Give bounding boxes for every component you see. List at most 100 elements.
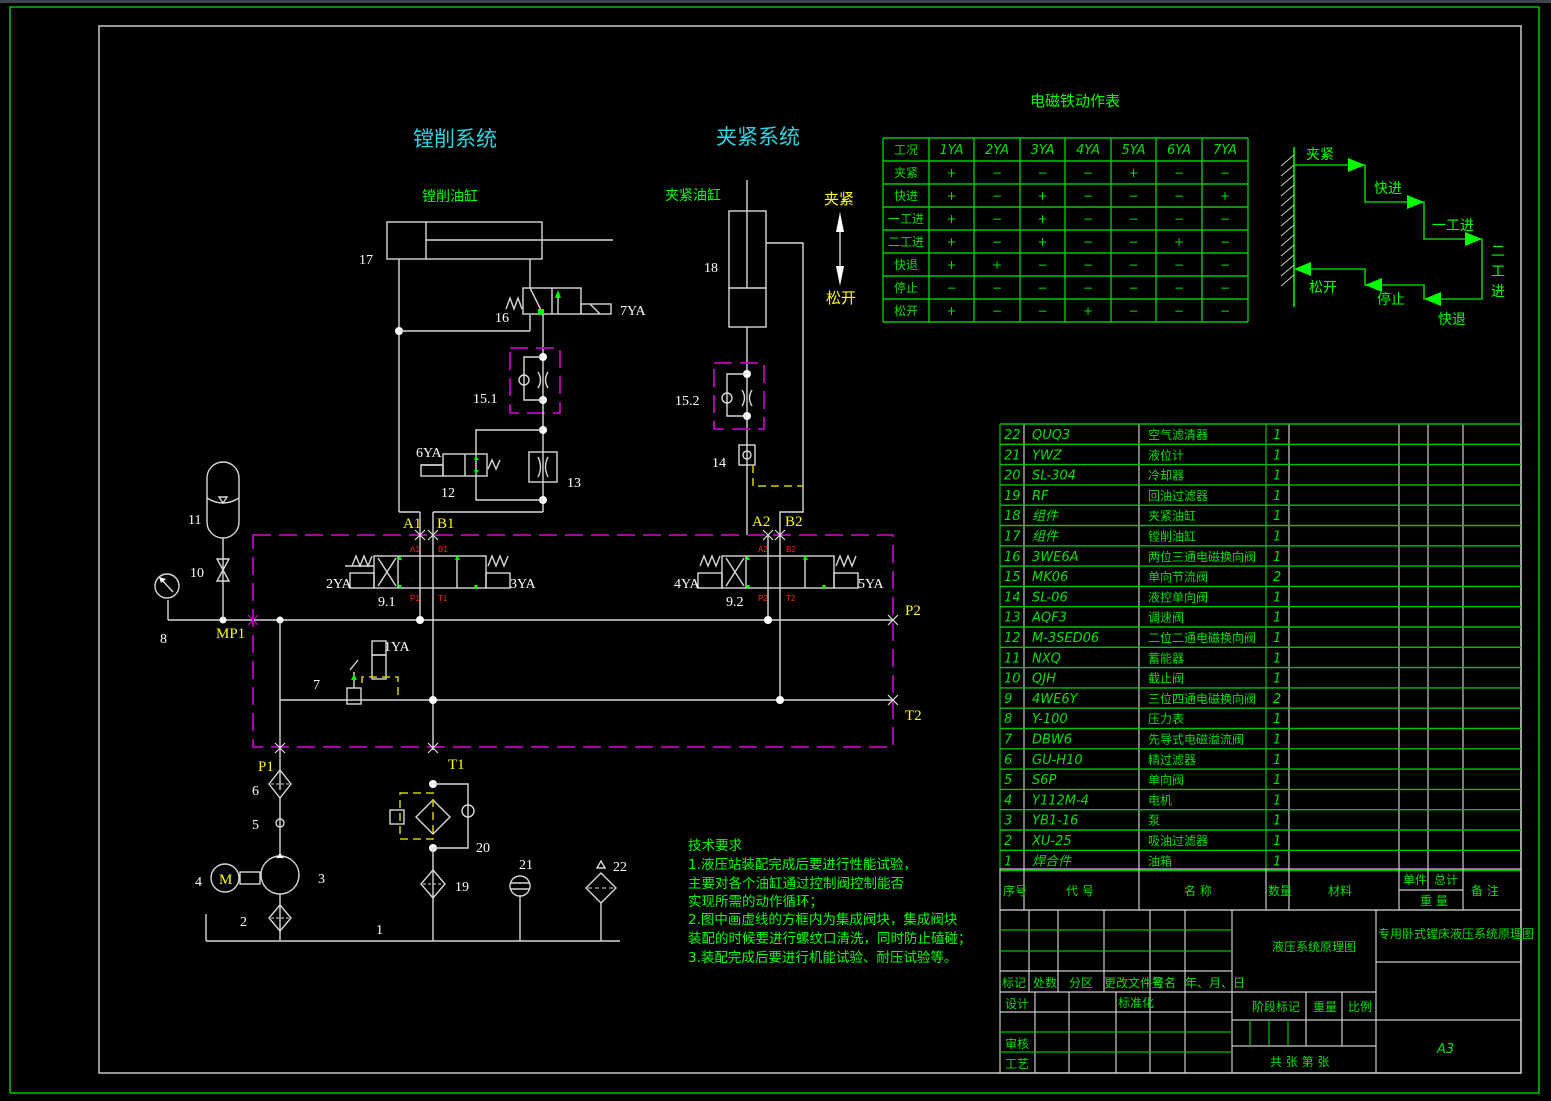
part-qty: 1 bbox=[1273, 712, 1281, 727]
table-cell: − bbox=[1174, 189, 1184, 203]
cycle-step: 快退 bbox=[1438, 312, 1466, 328]
label-11: 11 bbox=[188, 513, 201, 528]
table-header: 5YA bbox=[1121, 143, 1145, 158]
part-code: AQF3 bbox=[1031, 611, 1067, 626]
clamp-direction-down: 松开 bbox=[826, 289, 856, 307]
part-code: Y-100 bbox=[1032, 712, 1068, 727]
port-t2: T2 bbox=[905, 708, 922, 724]
label-17: 17 bbox=[359, 253, 373, 268]
part-qty: 1 bbox=[1273, 469, 1281, 484]
directional-valve-9-2 bbox=[697, 535, 859, 700]
part-name: 单向阀 bbox=[1148, 772, 1184, 787]
part-qty: 1 bbox=[1273, 611, 1281, 626]
part-qty: 1 bbox=[1273, 651, 1281, 666]
part-code: MK06 bbox=[1032, 570, 1068, 585]
hdr-code: 代 号 bbox=[1066, 884, 1094, 898]
part-qty: 1 bbox=[1273, 489, 1281, 504]
table-cell: − bbox=[1174, 281, 1184, 295]
cycle-diagram: 夹紧 快进 一工进 二 工 进 快退 停止 松开 bbox=[1280, 147, 1505, 328]
pressure-gauge-8-icon bbox=[154, 573, 180, 599]
cycle-step: 松开 bbox=[1309, 280, 1337, 296]
tech-line: 2.图中画虚线的方框内为集成阀块，集成阀块 bbox=[688, 912, 958, 928]
part-no: 17 bbox=[1004, 530, 1021, 545]
tech-line: 装配的时候要进行螺纹口清洗，同时防止磕碰； bbox=[688, 931, 972, 947]
table-cell: − bbox=[992, 304, 1002, 318]
part-name: 镗削油缸 bbox=[1148, 529, 1196, 544]
table-row-label: 快进 bbox=[894, 189, 918, 203]
label-2: 2 bbox=[240, 915, 247, 930]
label-22: 22 bbox=[613, 860, 627, 875]
accumulator-11 bbox=[206, 461, 240, 620]
part-no: 5 bbox=[1004, 773, 1012, 788]
cycle-step-vertical: 工 bbox=[1491, 264, 1505, 280]
table-header: 6YA bbox=[1167, 143, 1191, 158]
table-cell: + bbox=[946, 189, 956, 203]
part-name: 二位二通电磁换向阀 bbox=[1148, 630, 1256, 645]
part-no: 13 bbox=[1004, 611, 1021, 626]
part-code: Y112M-4 bbox=[1032, 793, 1089, 808]
part-no: 9 bbox=[1004, 692, 1012, 707]
port-a1: A1 bbox=[403, 516, 421, 532]
part-name: 截止阀 bbox=[1148, 672, 1184, 686]
label-12: 12 bbox=[441, 486, 455, 501]
table-cell: − bbox=[1128, 212, 1138, 226]
part-name: 先导式电磁溢流阀 bbox=[1148, 732, 1244, 747]
part-name: 调速阀 bbox=[1148, 611, 1184, 625]
table-cell: + bbox=[992, 258, 1002, 272]
port-t1: T1 bbox=[448, 757, 465, 773]
tech-title: 技术要求 bbox=[688, 838, 742, 854]
port-p1-small: P1 bbox=[410, 594, 420, 603]
pump-station: M bbox=[205, 768, 620, 942]
part-code: SL-06 bbox=[1032, 590, 1068, 605]
solenoid-table-title: 电磁铁动作表 bbox=[1030, 92, 1120, 110]
hdr-qty: 数量 bbox=[1268, 883, 1292, 898]
part-qty: 1 bbox=[1273, 550, 1281, 565]
label-20: 20 bbox=[476, 841, 490, 856]
part-name: 回油过滤器 bbox=[1148, 489, 1208, 503]
part-no: 6 bbox=[1004, 753, 1012, 768]
part-no: 4 bbox=[1004, 793, 1012, 808]
table-row-label: 快退 bbox=[894, 258, 918, 272]
part-no: 19 bbox=[1004, 489, 1021, 504]
return-line bbox=[280, 696, 893, 704]
table-row-label: 停止 bbox=[894, 280, 918, 295]
hdr-material: 材料 bbox=[1328, 884, 1352, 898]
table-row-label: 松开 bbox=[894, 304, 918, 318]
port-a2-small: A2 bbox=[758, 545, 768, 554]
table-cell: − bbox=[1174, 166, 1184, 180]
part-name: 三位四通电磁换向阀 bbox=[1148, 691, 1256, 706]
table-cell: − bbox=[992, 166, 1002, 180]
directional-valve-9-1 bbox=[345, 535, 511, 750]
part-qty: 1 bbox=[1273, 428, 1281, 443]
part-code: YB1-16 bbox=[1032, 814, 1078, 829]
rev-date: 年、月、日 bbox=[1185, 976, 1245, 990]
table-cell: − bbox=[1174, 212, 1184, 226]
tech-line: 3.装配完成后要进行机能试验、耐压试验等。 bbox=[688, 949, 957, 966]
label-9-2: 9.2 bbox=[726, 595, 744, 610]
table-cell: + bbox=[1037, 235, 1047, 249]
clamp-system-title: 夹紧系统 bbox=[716, 125, 800, 149]
table-cell: − bbox=[1128, 258, 1138, 272]
part-qty: 1 bbox=[1273, 834, 1281, 849]
table-cell: − bbox=[992, 235, 1002, 249]
table-cell: − bbox=[946, 281, 956, 295]
design-label: 设计 bbox=[1005, 997, 1029, 1011]
part-qty: 2 bbox=[1273, 692, 1281, 707]
review-label: 审核 bbox=[1005, 1036, 1029, 1051]
sheets-label: 共 张 第 张 bbox=[1270, 1055, 1329, 1069]
hdr-weight: 重 量 bbox=[1420, 894, 1448, 908]
part-name: 泵 bbox=[1148, 814, 1160, 828]
port-p1: P1 bbox=[258, 759, 274, 775]
table-header: 3YA bbox=[1030, 143, 1054, 158]
part-code: XU-25 bbox=[1031, 834, 1072, 849]
check-throttle-valve-15-1 bbox=[518, 350, 549, 432]
part-qty: 1 bbox=[1273, 733, 1281, 748]
clamp-cylinder-label: 夹紧油缸 bbox=[665, 187, 721, 204]
cycle-step: 夹紧 bbox=[1306, 147, 1334, 163]
window-top-bar bbox=[0, 0, 1551, 3]
label-19: 19 bbox=[455, 880, 469, 895]
part-code: 组件 bbox=[1032, 530, 1059, 545]
table-cell: − bbox=[1220, 304, 1230, 318]
table-cell: − bbox=[1083, 166, 1093, 180]
